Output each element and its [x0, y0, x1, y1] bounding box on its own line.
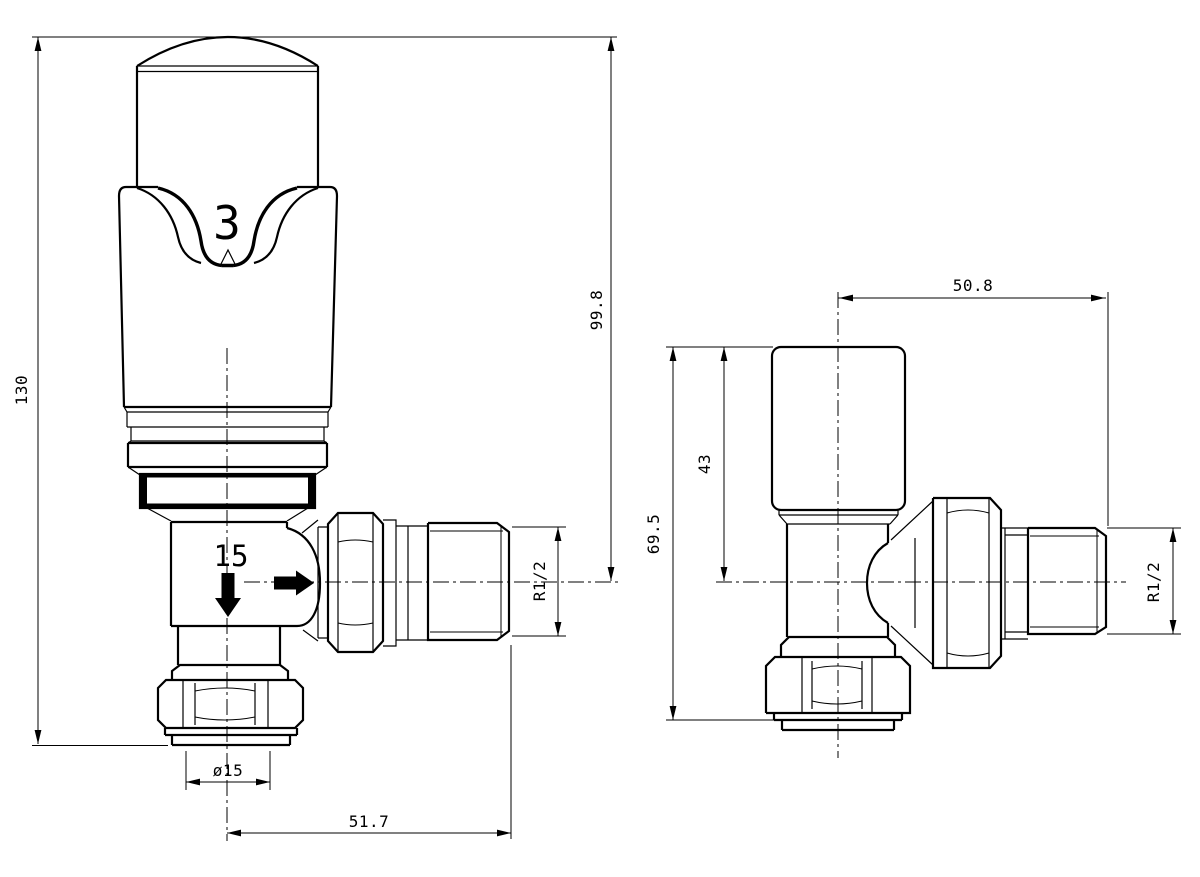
ls-union-nut-chamfers [946, 509, 990, 657]
dim-axis-to-tail-label: 51.7 [349, 812, 390, 831]
union-nut-chamfers [337, 539, 374, 626]
ls-tail-thread-lines [1030, 530, 1099, 632]
ls-dim-tail-thread-label: R1/2 [1144, 562, 1163, 603]
flow-arrow-down-icon [215, 598, 241, 617]
arrowhead [227, 829, 241, 837]
ls-union-nut-outline [931, 496, 1003, 670]
body-union-cone [301, 519, 319, 642]
arrowhead [1169, 620, 1177, 634]
ls-centerlines [716, 292, 1126, 758]
ls-valve-body [785, 500, 934, 666]
arrowhead [186, 778, 200, 786]
ls-tail-thread [1026, 526, 1108, 636]
ls-compression-nut-outline [764, 655, 912, 715]
ls-compression-nut-chamfers [811, 665, 863, 705]
trv-bottom-compression-fitting [156, 626, 305, 747]
head-dome-rim [137, 65, 318, 73]
ls-pipe-sides [785, 524, 890, 637]
head-index-notch [220, 248, 236, 265]
trv-dimension-lines [37, 37, 612, 834]
arrowhead [669, 347, 677, 361]
arrowhead [256, 778, 270, 786]
flow-arrow-right-icon [296, 570, 314, 596]
flow-arrow-down-shaft [221, 573, 235, 598]
arrowhead [34, 730, 42, 744]
head-scoop-inner [136, 186, 319, 265]
ls-tail-outline [1026, 526, 1108, 636]
trv-dimensions: 130 99.8 R1/2 ø15 51.7 [12, 36, 617, 839]
ls-dimension-lines [672, 297, 1174, 720]
trv-union-nut [317, 511, 428, 654]
dim-tail-thread-label: R1/2 [530, 561, 549, 602]
arrowhead [607, 567, 615, 581]
trv-thermostatic-head: 3 [117, 36, 339, 476]
arrowhead [720, 347, 728, 361]
ls-extension-lines [666, 292, 1181, 721]
ls-union-cone [890, 500, 934, 666]
ls-compression-nut-facets [801, 657, 873, 713]
bottom-flange [170, 663, 290, 680]
knurl-edge-left [140, 474, 147, 508]
knurl-edge-right [308, 474, 315, 508]
lockshield-front-view: 50.8 69.5 43 R1/2 [644, 276, 1181, 758]
trv-centerlines [226, 348, 618, 841]
olive-steps [163, 728, 299, 747]
arrowhead [720, 567, 728, 581]
ls-elbow-ball-arc [865, 542, 889, 624]
body-size-label: 15 [214, 539, 249, 573]
arrowhead [34, 37, 42, 51]
arrowhead [1091, 294, 1105, 302]
arrowhead [497, 829, 511, 837]
knurl-taper [146, 507, 309, 522]
arrowhead [839, 294, 853, 302]
trv-front-view: 3 [12, 36, 618, 841]
head-setting-number: 3 [213, 196, 241, 250]
union-nut-outline [326, 511, 385, 654]
compression-nut-facets [182, 680, 269, 728]
body-outline [169, 520, 297, 628]
ls-union-nut-facets [946, 498, 990, 668]
ls-dim-axis-to-tail-label: 50.8 [953, 276, 994, 295]
arrowhead [669, 706, 677, 720]
arrowhead [1169, 528, 1177, 542]
trv-extension-lines [32, 36, 617, 839]
trv-flow-arrows: 15 [214, 539, 314, 617]
flow-arrow-right-shaft [274, 576, 296, 590]
ls-dimensions: 50.8 69.5 43 R1/2 [644, 276, 1181, 721]
body-elbow-arc [286, 526, 322, 628]
head-upper-sides [135, 66, 320, 188]
bottom-neck [176, 626, 282, 665]
head-shoulder-sides [117, 195, 339, 408]
head-shoulder-top [117, 185, 339, 197]
trv-valve-body [169, 519, 322, 642]
dim-axis-height-label: 99.8 [587, 290, 606, 331]
ls-dim-axis-height-label: 43 [695, 454, 714, 474]
head-dome [136, 36, 319, 67]
ls-union-nut [931, 496, 1028, 670]
collar-chamfer [127, 466, 328, 476]
compression-nut-chamfers [194, 687, 256, 721]
ls-union-spacer [1001, 527, 1028, 640]
ls-dim-overall-height-label: 69.5 [644, 514, 663, 555]
compression-nut-outline [156, 678, 305, 730]
arrowhead [607, 37, 615, 51]
dim-overall-height-label: 130 [12, 375, 31, 405]
head-scoop-outer [157, 186, 298, 268]
tail-outline [426, 521, 511, 642]
knurl-band-top [140, 474, 315, 478]
union-spacer-rings [383, 519, 428, 647]
arrowhead [554, 622, 562, 636]
arrowhead [554, 527, 562, 541]
dim-inlet-diameter-label: ø15 [213, 761, 243, 780]
